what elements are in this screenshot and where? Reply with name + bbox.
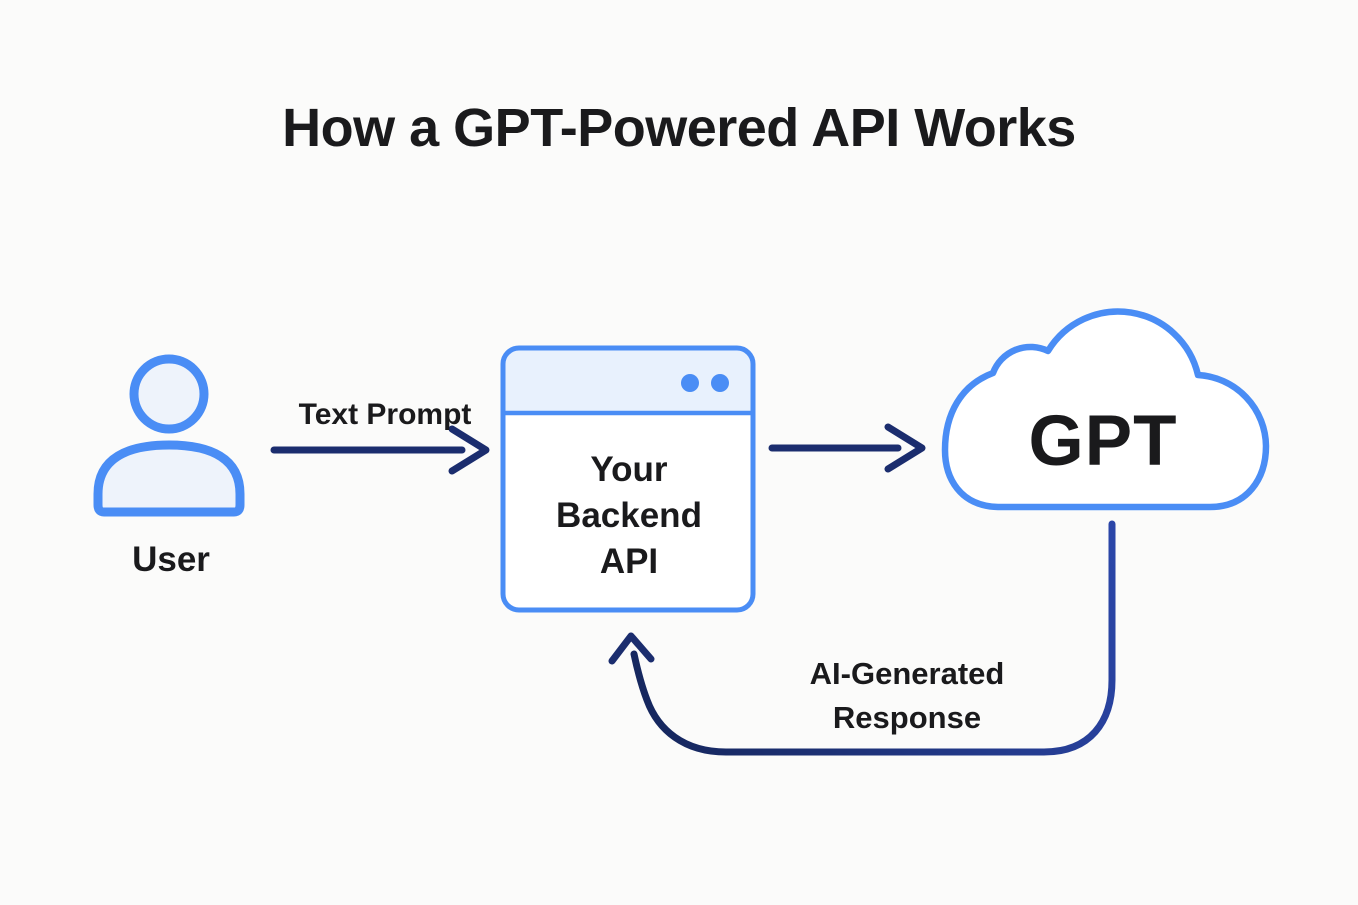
person-icon (93, 354, 245, 517)
browser-header (503, 348, 753, 413)
arrow-shaft (630, 520, 1116, 756)
arrow-head (448, 425, 490, 475)
person-body (93, 440, 245, 517)
browser-window-icon (500, 345, 756, 613)
user-label: User (132, 540, 210, 579)
arrow-text-prompt (270, 425, 490, 475)
text-prompt-label: Text Prompt (298, 398, 472, 431)
gpt-label: GPT (1028, 402, 1178, 481)
arrow-response-curve (608, 520, 1116, 756)
browser-dot-icon (681, 374, 699, 392)
backend-api-label: Your Backend API (556, 450, 702, 581)
ai-response-label: AI-Generated Response (809, 656, 1005, 735)
browser-frame (500, 345, 756, 613)
cloud-icon (941, 308, 1270, 511)
browser-dot-icon (711, 374, 729, 392)
arrow-head (884, 423, 926, 473)
arrow-backend-to-gpt (768, 423, 926, 473)
person-head (129, 354, 209, 434)
cloud-outline (941, 308, 1270, 511)
arrow-head (608, 632, 655, 665)
diagram-title: How a GPT-Powered API Works (282, 98, 1076, 158)
